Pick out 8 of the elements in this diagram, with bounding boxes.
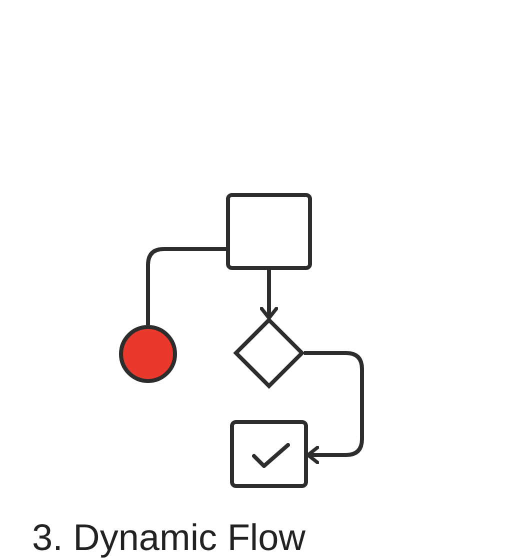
arrow	[260, 270, 278, 320]
title: 3. Dynamic Flow	[32, 518, 306, 558]
arrow	[304, 351, 364, 464]
decision-diamond	[234, 318, 304, 388]
process-box	[226, 193, 312, 270]
connector-line	[146, 247, 226, 325]
terminal-circle	[119, 325, 177, 383]
process-box	[230, 420, 308, 488]
